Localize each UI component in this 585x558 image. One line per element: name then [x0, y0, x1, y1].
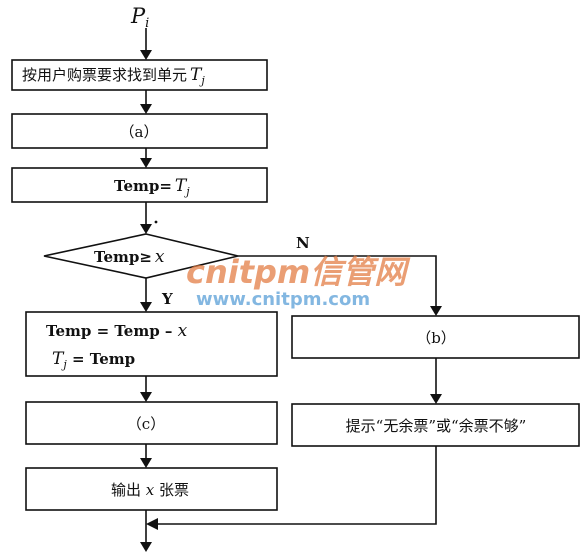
arrow-head — [430, 394, 442, 404]
connector-no-branch — [238, 255, 437, 308]
arrow-head — [140, 458, 152, 468]
arrow-head — [430, 306, 442, 316]
yes-label: Y — [161, 290, 173, 308]
step-update-line1: Temp = Temp – x — [46, 321, 188, 341]
watermark-logo: cnitpm信管网 — [186, 253, 411, 291]
arrow-head — [140, 302, 152, 312]
step-blank-c-label: （c） — [127, 415, 165, 433]
stray-dot — [154, 220, 158, 224]
step-blank-a-label: （a） — [120, 123, 159, 141]
arrow-head — [140, 104, 152, 114]
step-blank-b-label: （b） — [416, 329, 456, 347]
step-prompt-label: 提示“无余票”或“余票不够” — [346, 417, 527, 435]
decision-label: Temp≥x — [94, 247, 165, 267]
step-find-unit — [11, 59, 268, 91]
arrow-head — [146, 518, 158, 530]
start-label: Pi — [130, 4, 149, 31]
connector-merge — [156, 446, 437, 525]
step-output-label: 输出 x 张票 — [111, 481, 189, 499]
step-temp-assign-label: Temp=Tj — [114, 176, 190, 198]
arrow-head — [140, 224, 152, 234]
step-update-line2: Tj = Temp — [52, 349, 135, 371]
arrow-head — [140, 542, 152, 552]
step-blank-b — [291, 315, 580, 359]
step-update — [25, 311, 278, 377]
arrow-head — [140, 50, 152, 60]
arrow-head — [140, 158, 152, 168]
step-blank-a — [11, 113, 268, 149]
step-output — [25, 467, 278, 511]
watermark-url: www.cnitpm.com — [196, 289, 370, 310]
step-blank-c — [25, 401, 278, 445]
step-temp-assign — [11, 167, 268, 203]
no-label: N — [296, 234, 310, 252]
arrow-head — [140, 392, 152, 402]
